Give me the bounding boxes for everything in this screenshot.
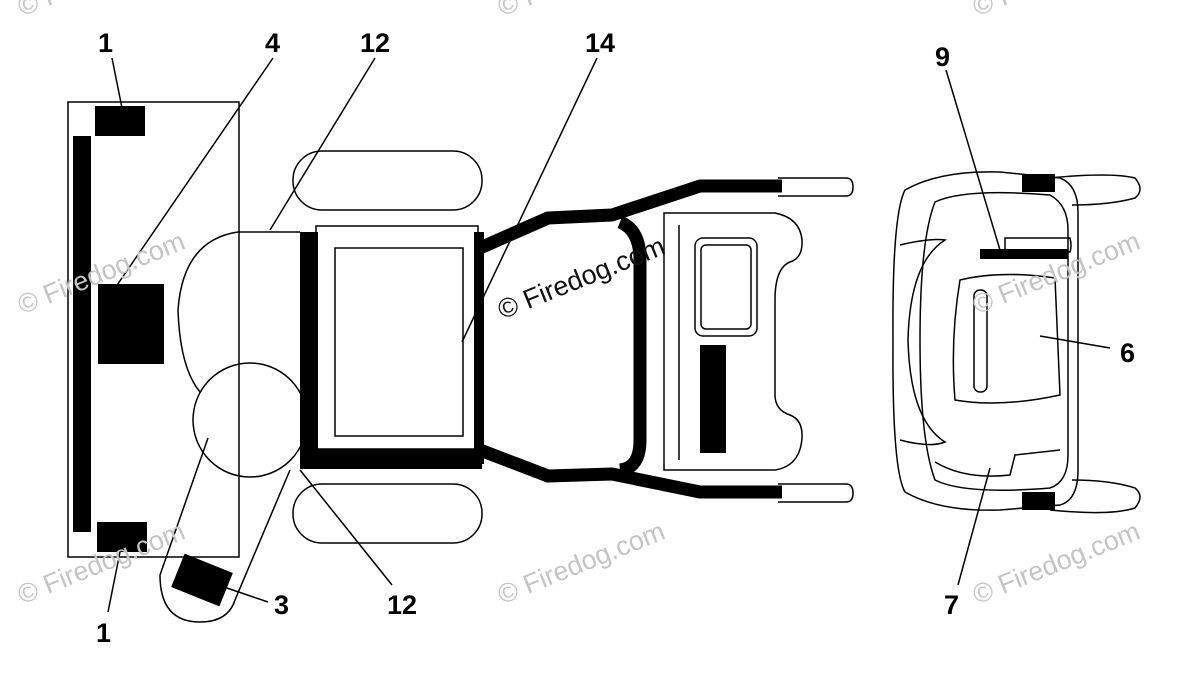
callout-12-top: 12 <box>360 28 391 58</box>
leader-3 <box>217 584 269 603</box>
grip-bottom <box>778 483 854 503</box>
front-hood <box>899 238 948 446</box>
rear-bar <box>73 136 91 532</box>
leader-1-top <box>111 57 123 109</box>
handle-tube-bottom <box>477 443 782 499</box>
leader-9 <box>945 69 1001 251</box>
front-clip-top <box>1022 174 1055 192</box>
headlight-strip <box>1004 237 1072 253</box>
frame-window <box>334 247 464 437</box>
leader-4 <box>99 57 274 311</box>
callout-1-top: 1 <box>98 28 114 58</box>
front-clip-bottom <box>1022 492 1055 510</box>
front-rail-bottom <box>1049 479 1141 514</box>
leader-1-bottom <box>107 551 121 613</box>
callout-6: 6 <box>1120 338 1136 368</box>
main-frame <box>315 225 479 450</box>
handle-tube-top <box>477 179 782 254</box>
callout-4: 4 <box>265 28 281 58</box>
control-console <box>663 212 803 471</box>
decal-1-top <box>95 106 145 136</box>
callout-9: 9 <box>935 42 951 72</box>
console-display <box>694 237 758 337</box>
front-rail-top <box>1049 174 1141 206</box>
frame-bar-right <box>474 232 484 464</box>
console-decal <box>700 345 726 453</box>
callout-1-bottom: 1 <box>96 618 112 648</box>
chute-arm <box>159 437 291 623</box>
wheel-bottom <box>292 483 483 544</box>
leader-6 <box>1039 335 1111 349</box>
leader-12-bottom <box>299 469 393 586</box>
leader-14 <box>461 57 598 343</box>
decal-4 <box>98 284 164 364</box>
decal-3 <box>171 553 233 607</box>
engine-housing <box>177 231 300 393</box>
hood-panel <box>952 273 1061 404</box>
callout-3: 3 <box>274 590 290 620</box>
handle-loop <box>617 215 647 477</box>
hood-slot <box>973 289 988 393</box>
leader-7 <box>957 467 991 586</box>
grip-top <box>778 177 854 197</box>
leader-12-top <box>269 57 376 231</box>
console-display-inner <box>700 244 752 330</box>
engine-round-cover <box>192 362 308 478</box>
wheel-top <box>292 150 483 211</box>
decal-9 <box>980 249 1068 259</box>
frame-bar-bottom <box>300 449 482 469</box>
front-inner-shell <box>919 191 1069 491</box>
callout-7: 7 <box>944 590 960 620</box>
callout-14: 14 <box>585 28 616 58</box>
callout-12-bottom: 12 <box>387 590 418 620</box>
frame-bar-left <box>300 232 318 452</box>
rear-panel <box>67 101 240 558</box>
bumper-lower <box>934 449 1061 477</box>
decal-1-bottom <box>97 522 147 552</box>
